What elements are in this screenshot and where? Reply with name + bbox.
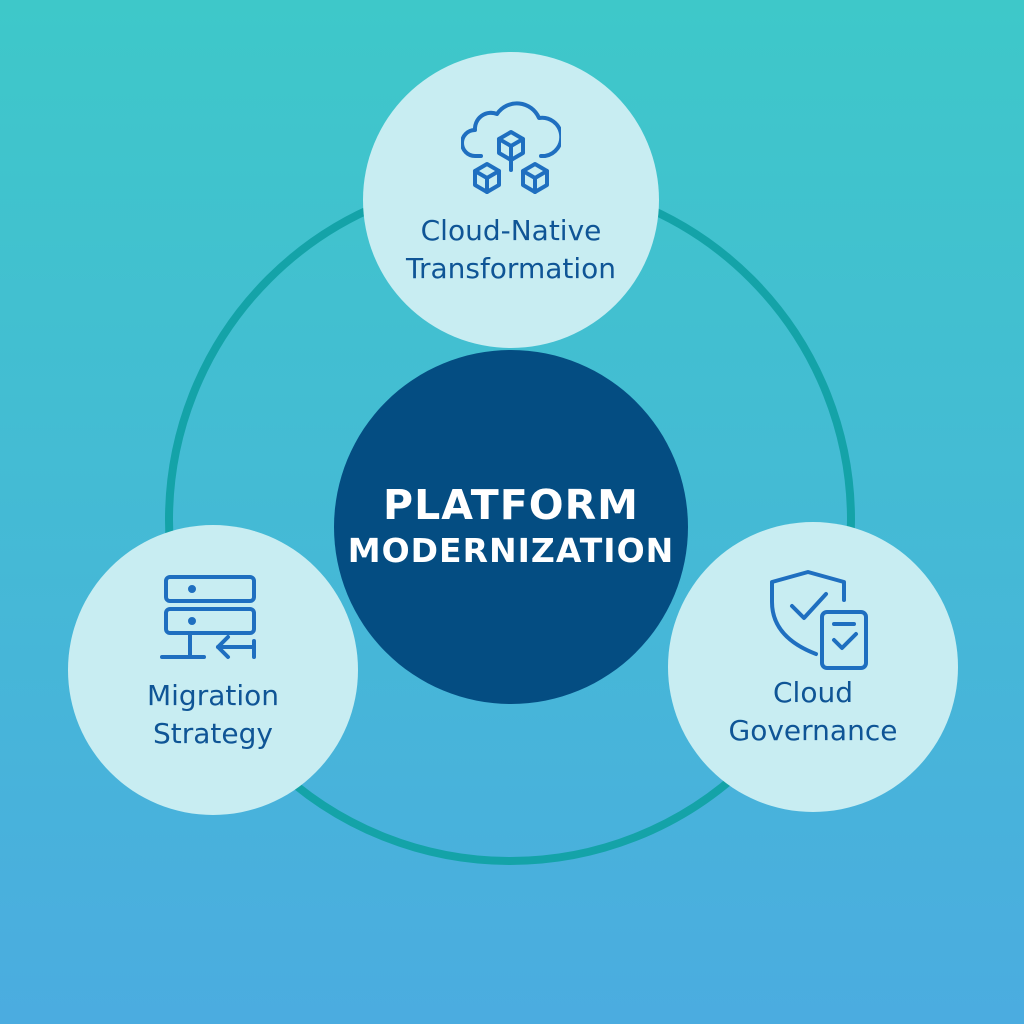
- node-label: Cloud-Native Transformation: [363, 212, 659, 288]
- node-cloud-governance: Cloud Governance: [668, 522, 958, 812]
- node-label-line2: Strategy: [153, 717, 273, 750]
- node-label: Cloud Governance: [668, 674, 958, 750]
- center-title-line1: PLATFORM: [383, 480, 639, 529]
- shield-check-icon: [766, 568, 870, 672]
- node-label-line1: Cloud-Native: [420, 214, 602, 247]
- center-hub: PLATFORM MODERNIZATION: [334, 350, 688, 704]
- node-cloud-native-transformation: Cloud-Native Transformation: [363, 52, 659, 348]
- node-label-line1: Cloud: [773, 676, 853, 709]
- cloud-containers-icon: [460, 90, 564, 200]
- server-migration-icon: [160, 573, 260, 665]
- node-migration-strategy: Migration Strategy: [68, 525, 358, 815]
- center-title-line2: MODERNIZATION: [347, 531, 675, 571]
- node-label-line1: Migration: [146, 679, 279, 712]
- node-label-line2: Governance: [728, 714, 898, 747]
- node-label-line2: Transformation: [405, 252, 617, 285]
- node-label: Migration Strategy: [68, 677, 358, 753]
